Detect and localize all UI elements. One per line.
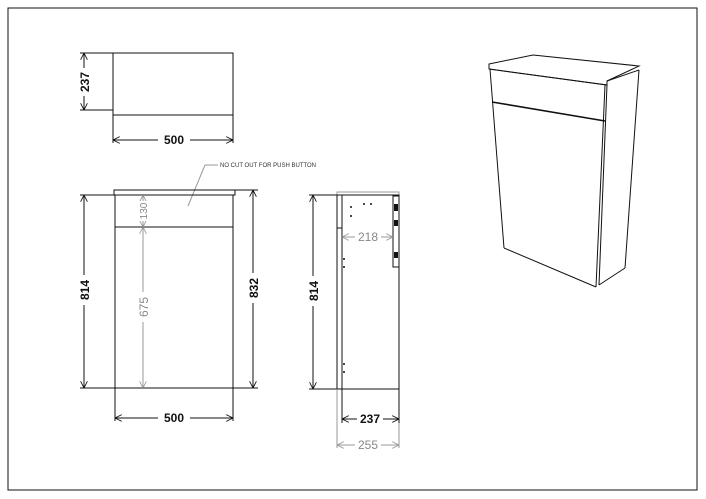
side-body: [336, 194, 400, 390]
isometric-view: [488, 54, 641, 288]
front-view: NO CUT OUT FOR PUSH BUTTON 814 832 130 6…: [77, 163, 316, 425]
dim-inner-depth: 218: [358, 230, 378, 244]
dim-top-depth: 237: [78, 72, 92, 92]
dim-side-height: 814: [307, 281, 321, 301]
drawing-border: [7, 7, 698, 491]
dim-total-height: 832: [247, 278, 261, 298]
dim-top-width: 500: [164, 133, 184, 147]
top-outline: [112, 52, 234, 116]
dim-door-height: 675: [137, 297, 151, 317]
dim-front-width: 500: [164, 411, 184, 425]
top-view: 237 500: [76, 52, 234, 147]
dim-side-depth: 237: [360, 412, 380, 426]
dim-panel-height: 130: [139, 202, 150, 219]
dim-front-height: 814: [78, 280, 92, 300]
dim-total-depth: 255: [358, 438, 378, 452]
worktop: [113, 189, 236, 196]
front-body: [114, 194, 234, 389]
note-push-button: NO CUT OUT FOR PUSH BUTTON: [220, 163, 316, 169]
side-view: 814 218 237 255: [306, 191, 400, 452]
